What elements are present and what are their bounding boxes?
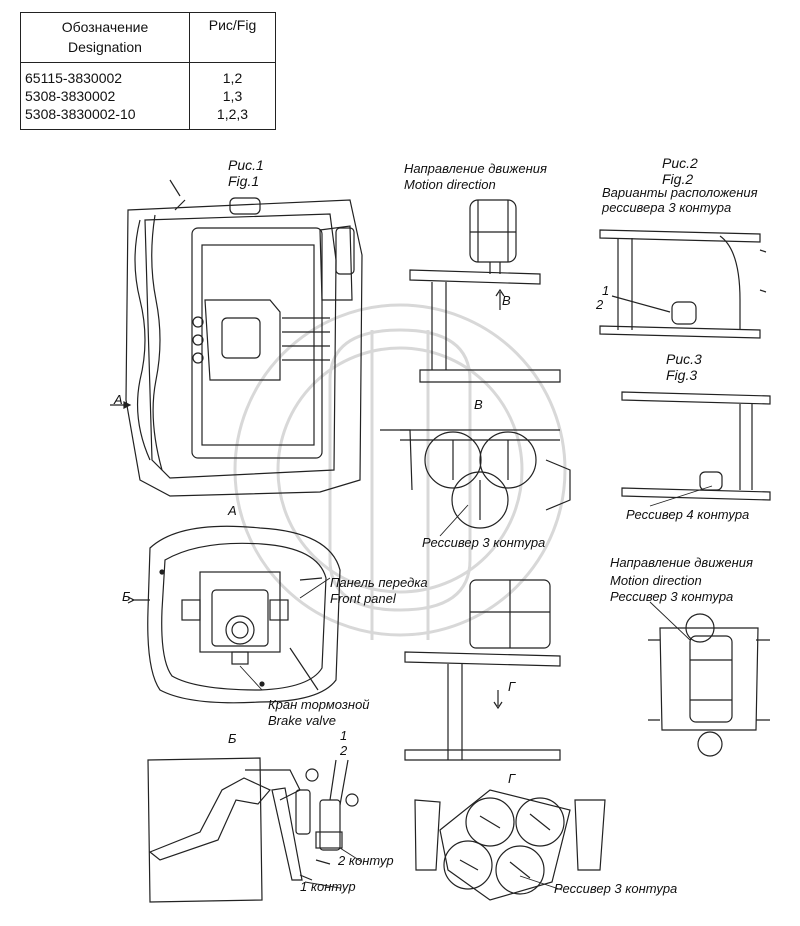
circuit1-label: 1 контур	[300, 879, 356, 894]
receiver3-label-v: Рессивер 3 контура	[422, 535, 546, 550]
view-g-arrow-label: Г	[508, 679, 516, 694]
valve-num-1: 1	[340, 728, 348, 743]
designation-code: 5308-3830002-10	[25, 105, 136, 122]
fig2-label-ru: Рис.2	[662, 155, 698, 171]
motion-direction-ru: Направление движения	[404, 161, 547, 176]
leader-lines	[239, 485, 713, 891]
cab-drawing	[110, 179, 363, 497]
receivers-view-v	[380, 429, 571, 529]
front-panel-view	[127, 525, 341, 704]
fig-number: 1,2	[222, 69, 243, 86]
receiver3-label-g: Рессивер 3 контура	[554, 881, 678, 896]
view-a-arrow-label: A	[114, 392, 123, 407]
fig-number: 1,3	[222, 87, 243, 104]
fig1-label-en: Fig.1	[228, 173, 260, 189]
fig3-label-en: Fig.3	[666, 367, 698, 383]
designation-header: Обозначение Designation	[20, 12, 190, 63]
receiver-chassis-view	[648, 613, 770, 757]
receiver-frame-view	[409, 199, 561, 383]
motion-direction-en: Motion direction	[404, 177, 496, 192]
front-panel-label-en: Front panel	[330, 591, 396, 606]
fig3-drawing	[621, 391, 771, 501]
fig2-num-1: 1	[602, 283, 610, 298]
fig-numbers: 1,2 1,3 1,2,3	[189, 61, 276, 131]
fig2-num-2: 2	[596, 297, 604, 312]
fig-number: 1,2,3	[216, 105, 249, 122]
designation-code: 5308-3830002	[25, 87, 116, 104]
designation-header-ru: Обозначение	[61, 19, 149, 36]
receivers-view-g	[414, 789, 606, 901]
view-b-arrow-label: Б	[122, 589, 131, 604]
receiver3-label-right: Рессивер 3 контура	[610, 589, 734, 604]
fig2-label-en: Fig.2	[662, 171, 694, 187]
variants-label-ru-2: рессивера 3 контура	[602, 200, 732, 215]
receiver4-label: Рессивер 4 контура	[626, 507, 750, 522]
motion-direction-en-2: Motion direction	[610, 573, 702, 588]
view-v-arrow-label: B	[502, 293, 511, 308]
motion-direction-ru-2: Направление движения	[610, 555, 753, 570]
brake-pedal-view	[147, 757, 359, 903]
fig1-label-ru: Рис.1	[228, 157, 264, 173]
circuit2-label: 2 контур	[338, 853, 394, 868]
receiver-frame-view-g	[404, 579, 561, 761]
fig3-label-ru: Рис.3	[666, 351, 702, 367]
view-a-title: A	[228, 503, 237, 518]
view-g-title: Г	[508, 771, 516, 786]
designation-code: 65115-3830002	[25, 69, 123, 86]
variants-label-ru: Варианты расположения	[602, 185, 758, 200]
valve-num-2: 2	[340, 743, 348, 758]
designation-codes: 65115-3830002 5308-3830002 5308-3830002-…	[20, 61, 190, 131]
designation-header-en: Designation	[68, 39, 142, 56]
front-panel-label-ru: Панель передка	[330, 575, 428, 590]
designation-table: Обозначение Designation Рис/Fig 65115-38…	[20, 12, 276, 131]
fig-header: Рис/Fig	[189, 12, 276, 63]
brake-valve-label-ru: Кран тормозной	[268, 697, 370, 712]
brake-valve-label-en: Brake valve	[268, 713, 336, 728]
fig2-drawing	[599, 229, 767, 339]
view-b-title: Б	[228, 731, 237, 746]
view-v-title: B	[474, 397, 483, 412]
